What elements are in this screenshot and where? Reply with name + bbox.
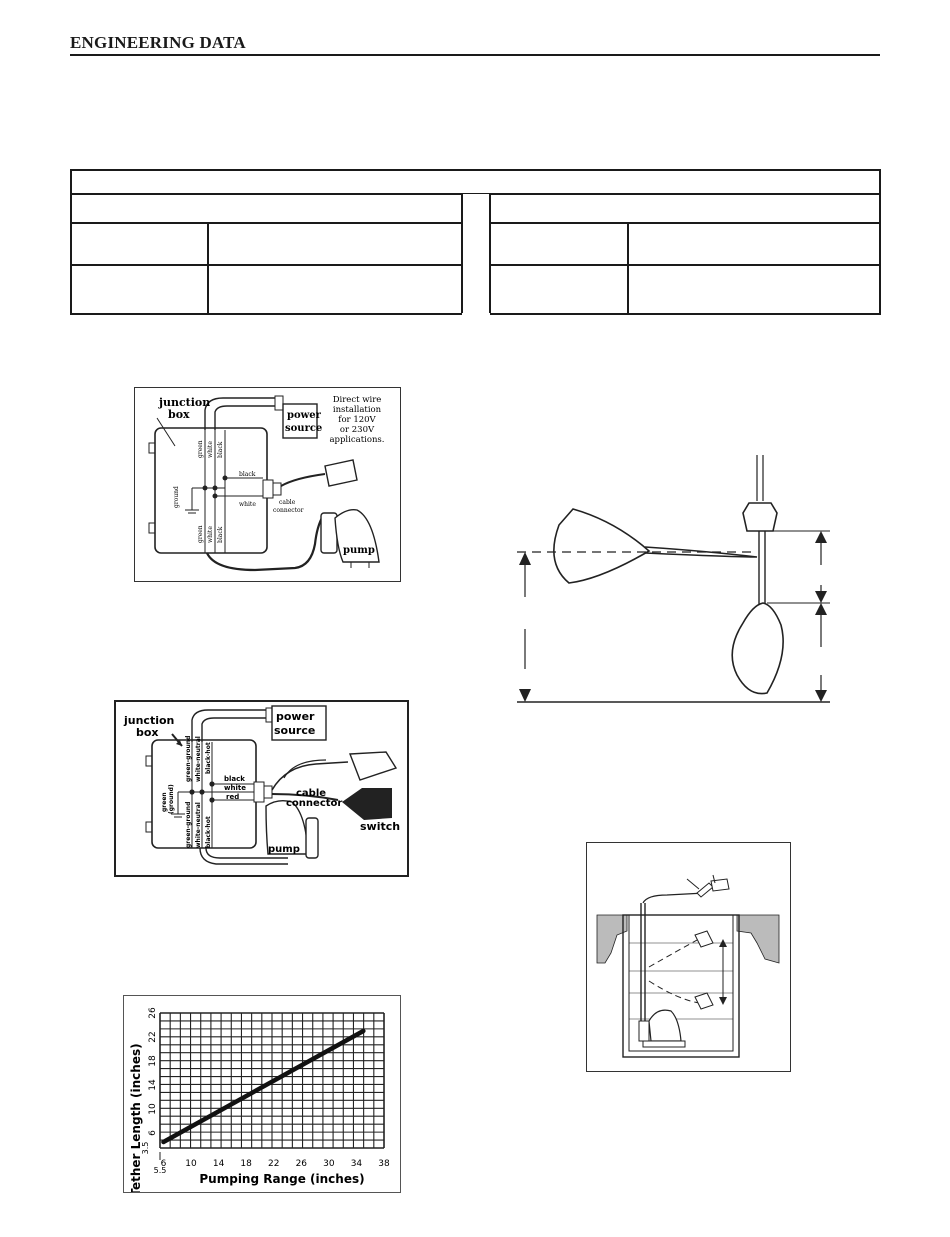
junction-label-1: junction [158, 396, 210, 409]
page-title: ENGINEERING DATA [70, 33, 246, 52]
series-line [161, 1028, 366, 1145]
wire-black-hot-bottom: black-hot [205, 816, 212, 848]
x-tick-label: 5.5 [154, 1166, 167, 1175]
switch-wire-white-label: white [224, 784, 246, 792]
pump-label: pump [343, 545, 375, 556]
spec-table-divider-right [489, 193, 491, 315]
note-line-4: or 230V [340, 425, 375, 435]
x-tick-label: 10 [185, 1159, 197, 1169]
y-tick-label: 6 [148, 1130, 158, 1136]
x-tick-label: 26 [296, 1159, 308, 1169]
x-tick-label: 38 [378, 1159, 390, 1169]
y-tick-label: 10 [148, 1103, 158, 1115]
x-axis-label: Pumping Range (inches) [199, 1172, 364, 1186]
switch-junction-label-1: junction [123, 714, 174, 727]
chart-grid [159, 1012, 385, 1149]
cable-label-2: connector [273, 507, 304, 514]
y-tick-label: 18 [148, 1055, 158, 1067]
y-tick-label: 22 [148, 1031, 158, 1042]
switch-power-label-2: source [274, 724, 315, 737]
switch-wire-black-label: black [224, 775, 245, 783]
float-range-diagram [517, 455, 830, 703]
note-line-5: applications. [329, 435, 384, 445]
x-tick-label: 14 [213, 1159, 225, 1169]
spec-left-row-1 [70, 222, 462, 224]
x-tick-label: 34 [351, 1159, 363, 1169]
direct-wiring-diagram: junction box power source Direct wire in… [134, 387, 401, 582]
y-tick-label: 3.5 [141, 1142, 150, 1155]
y-tick-label: 14 [148, 1079, 158, 1091]
wire-green-bottom: green [197, 525, 204, 543]
note-line-2: installation [333, 405, 382, 415]
wire-black-hot-top: black-hot [205, 742, 212, 774]
wire-black-top: black [217, 441, 224, 458]
x-tick-label: 6 [161, 1159, 167, 1169]
x-tick-label: 18 [240, 1159, 252, 1169]
switch-wiring-diagram: junction box power source green-ground w… [114, 700, 409, 877]
spec-table-divider-left [461, 193, 463, 315]
y-axis-label: Tether Length (inches) [129, 1043, 143, 1192]
spec-right-col [627, 222, 629, 315]
wire-white-bottom: white [207, 526, 214, 543]
wire-green-ground-bottom: green-ground [185, 802, 192, 848]
header-rule [70, 54, 880, 56]
wire-black-label: black [239, 471, 256, 478]
power-label-1: power [287, 410, 322, 421]
note-line-1: Direct wire [333, 395, 382, 405]
junction-label-2: box [168, 408, 190, 421]
spec-right-row-2 [490, 264, 881, 266]
wire-white-label: white [239, 501, 256, 508]
cable-label-1: cable [279, 499, 296, 506]
switch-pump-label: pump [268, 844, 300, 855]
switch-ground-label-1: green [161, 792, 168, 812]
y-tick-label: 26 [148, 1007, 158, 1019]
power-label-2: source [285, 423, 322, 434]
x-tick-label: 30 [323, 1159, 335, 1169]
x-tick-label: 22 [268, 1159, 279, 1169]
switch-label: switch [360, 820, 400, 833]
wire-green-ground-top: green-ground [185, 736, 192, 782]
wire-black-bottom: black [217, 526, 224, 543]
spec-right-row-1 [490, 222, 881, 224]
switch-ground-label-2: (ground) [168, 784, 175, 814]
sump-installation-diagram [586, 842, 791, 1072]
ground-label: ground [173, 486, 180, 508]
spec-table [70, 169, 881, 315]
switch-cable-label-1: cable [296, 788, 326, 799]
spec-left-row-2 [70, 264, 462, 266]
switch-wire-red-label: red [226, 793, 239, 801]
switch-power-label-1: power [276, 710, 315, 723]
spec-table-gap [462, 194, 490, 315]
wire-green-top: green [197, 440, 204, 458]
switch-cable-label-2: connector [286, 798, 342, 809]
switch-junction-label-2: box [136, 726, 159, 739]
wire-white-top: white [207, 441, 214, 458]
wire-white-neutral-bottom: white-neutral [195, 802, 202, 848]
note-line-3: for 120V [338, 415, 376, 425]
spec-left-col [207, 222, 209, 315]
wire-white-neutral-top: white-neutral [195, 736, 202, 782]
